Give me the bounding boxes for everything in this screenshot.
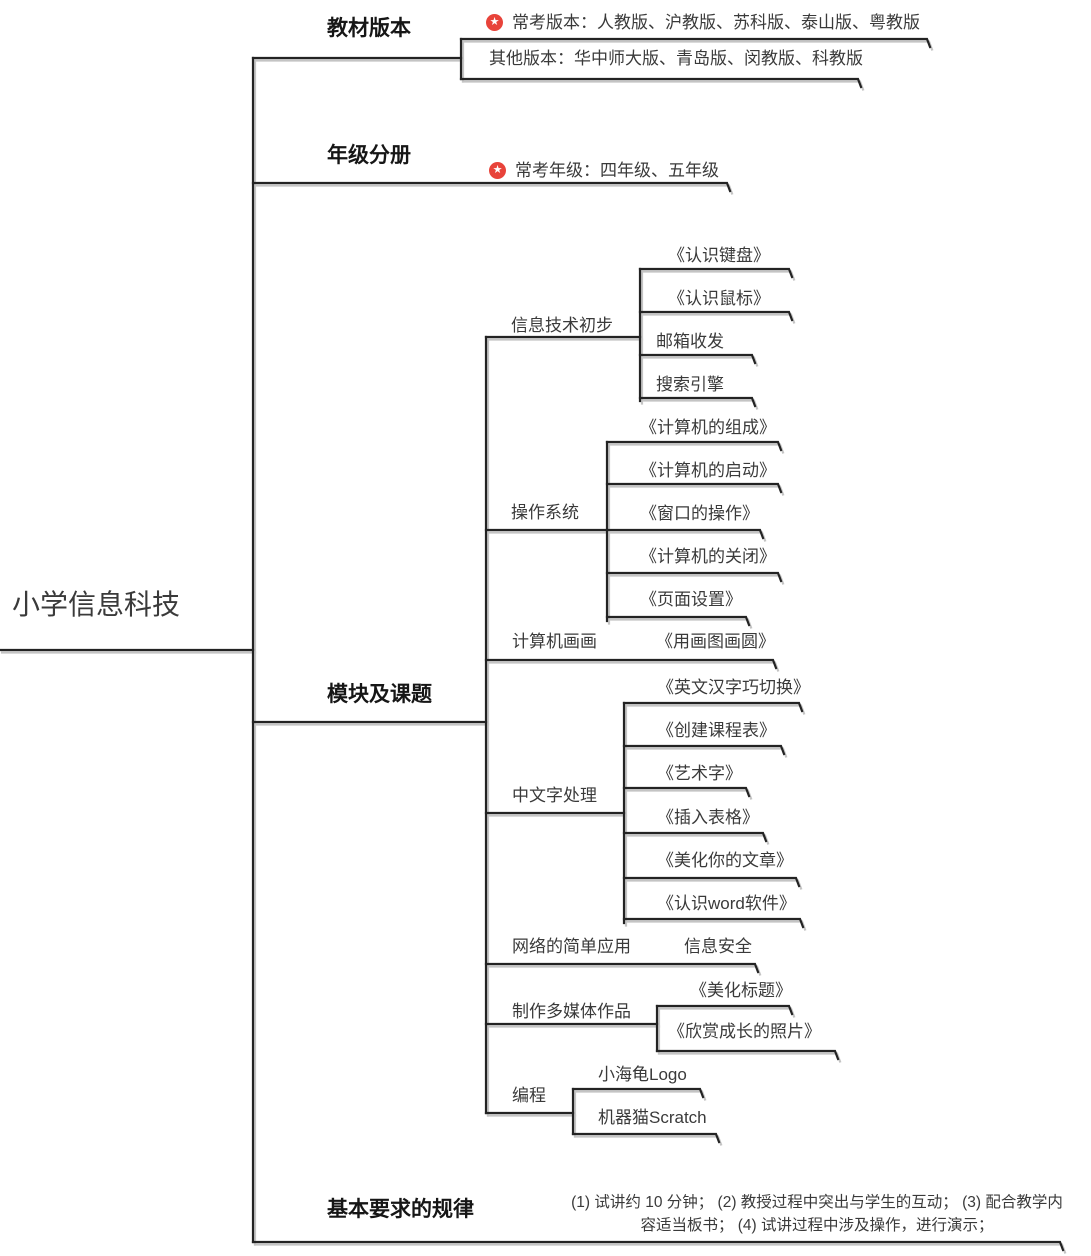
leaf-wordart[interactable]: 《艺术字》 (657, 764, 742, 783)
leaf-window-operations[interactable]: 《窗口的操作》 (640, 504, 759, 523)
leaf-know-keyboard[interactable]: 《认识键盘》 (668, 246, 770, 265)
leaf-beautify-title[interactable]: 《美化标题》 (690, 981, 792, 1000)
subtopic-it-basics[interactable]: 信息技术初步 (511, 316, 613, 335)
leaf-switch-en-cn[interactable]: 《英文汉字巧切换》 (657, 678, 810, 697)
subtopic-chinese-word-processing[interactable]: 中文字处理 (512, 786, 597, 805)
branch-topic-textbook-versions[interactable]: 教材版本 (327, 17, 411, 40)
subtopic-multimedia-works[interactable]: 制作多媒体作品 (512, 1002, 631, 1021)
subtopic-computer-drawing[interactable]: 计算机画画 (512, 632, 597, 651)
leaf-info-security[interactable]: 信息安全 (684, 937, 752, 956)
node-common-exam-versions[interactable]: ★ 常考版本：人教版、沪教版、苏科版、泰山版、粤教版 (486, 13, 920, 32)
leaf-page-setup[interactable]: 《页面设置》 (640, 590, 742, 609)
subtopic-network-apps[interactable]: 网络的简单应用 (512, 937, 631, 956)
leaf-know-mouse[interactable]: 《认识鼠标》 (668, 289, 770, 308)
leaf-growth-photos[interactable]: 《欣赏成长的照片》 (668, 1022, 821, 1041)
node-requirements-detail[interactable]: (1) 试讲约 10 分钟； (2) 教授过程中突出与学生的互动； (3) 配合… (571, 1194, 1063, 1234)
star-badge-icon: ★ (489, 162, 506, 179)
leaf-search-engine[interactable]: 搜索引擎 (656, 375, 724, 394)
leaf-scratch[interactable]: 机器猫Scratch (598, 1108, 707, 1127)
root-topic[interactable]: 小学信息科技 (12, 589, 181, 620)
leaf-turtle-logo[interactable]: 小海龟Logo (598, 1065, 687, 1084)
leaf-computer-startup[interactable]: 《计算机的启动》 (640, 461, 776, 480)
leaf-beautify-article[interactable]: 《美化你的文章》 (657, 851, 793, 870)
leaf-insert-table[interactable]: 《插入表格》 (657, 808, 759, 827)
subtopic-operating-system[interactable]: 操作系统 (511, 503, 579, 522)
leaf-know-word[interactable]: 《认识word软件》 (657, 894, 796, 913)
subtopic-programming[interactable]: 编程 (512, 1086, 546, 1105)
branch-topic-modules[interactable]: 模块及课题 (327, 683, 432, 706)
branch-topic-grade-volumes[interactable]: 年级分册 (327, 144, 411, 167)
branch-topic-basic-requirements[interactable]: 基本要求的规律 (327, 1198, 474, 1221)
node-common-exam-grades[interactable]: ★ 常考年级：四年级、五年级 (489, 161, 719, 180)
node-other-versions[interactable]: 其他版本：华中师大版、青岛版、闵教版、科教版 (489, 49, 863, 68)
star-badge-icon: ★ (486, 14, 503, 31)
leaf-create-schedule[interactable]: 《创建课程表》 (657, 721, 776, 740)
leaf-computer-composition[interactable]: 《计算机的组成》 (640, 418, 776, 437)
leaf-draw-circle[interactable]: 《用画图画圆》 (656, 632, 775, 651)
leaf-email[interactable]: 邮箱收发 (656, 332, 724, 351)
leaf-computer-shutdown[interactable]: 《计算机的关闭》 (640, 547, 776, 566)
node-label: 常考年级：四年级、五年级 (515, 161, 719, 180)
node-label: 常考版本：人教版、沪教版、苏科版、泰山版、粤教版 (512, 13, 920, 32)
